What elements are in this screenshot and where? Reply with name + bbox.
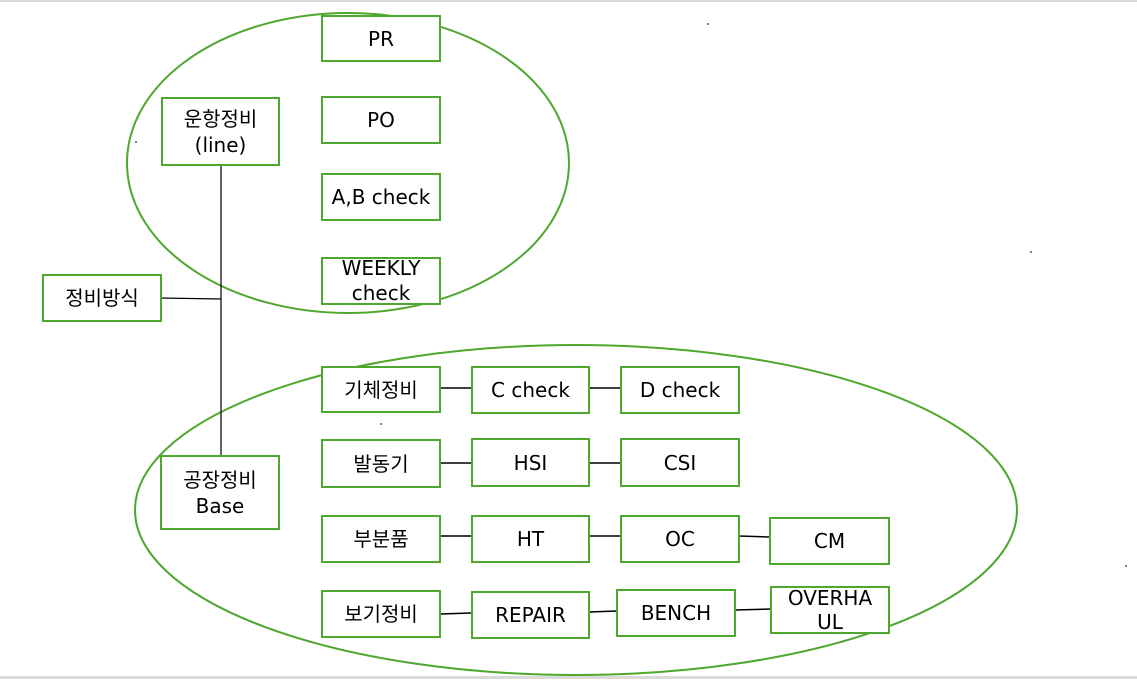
connector-accessory-repair <box>439 612 472 615</box>
line-item-ab-check: A,B check <box>321 173 441 221</box>
root-connector <box>160 297 222 300</box>
top-edge <box>0 0 1137 2</box>
category-airframe: 기체정비 <box>321 366 441 413</box>
line-item-pr: PR <box>321 15 441 62</box>
category-parts: 부분품 <box>321 515 441 563</box>
connector-bench-overhaul <box>734 608 772 611</box>
line-maintenance-node: 운항정비 (line) <box>161 97 280 166</box>
connector-oc-cm <box>738 535 770 538</box>
category-accessory: 보기정비 <box>321 590 441 638</box>
stray-dot <box>707 23 709 25</box>
step-overhaul: OVERHA UL <box>770 586 890 634</box>
base-group-ellipse <box>134 344 1018 676</box>
step-c-check: C check <box>471 366 590 414</box>
root-node: 정비방식 <box>42 274 162 322</box>
step-csi: CSI <box>620 438 740 487</box>
step-hsi: HSI <box>471 438 590 487</box>
connector-repair-bench <box>588 610 618 613</box>
base-maintenance-node: 공장정비 Base <box>160 455 280 530</box>
bottom-edge <box>0 676 1137 679</box>
line-item-po: PO <box>321 96 441 144</box>
step-repair: REPAIR <box>471 591 590 639</box>
step-bench: BENCH <box>616 589 736 637</box>
stray-dot <box>1125 565 1127 567</box>
line-group-ellipse <box>126 12 570 314</box>
stray-dot <box>1030 251 1032 253</box>
category-engine: 발동기 <box>321 439 441 488</box>
step-ht: HT <box>471 515 590 563</box>
stray-dot <box>135 141 137 143</box>
step-cm: CM <box>769 517 890 565</box>
step-oc: OC <box>620 515 740 563</box>
line-item-weekly-check: WEEKLY check <box>321 256 441 305</box>
step-d-check: D check <box>620 366 740 414</box>
stray-dot <box>380 423 382 425</box>
